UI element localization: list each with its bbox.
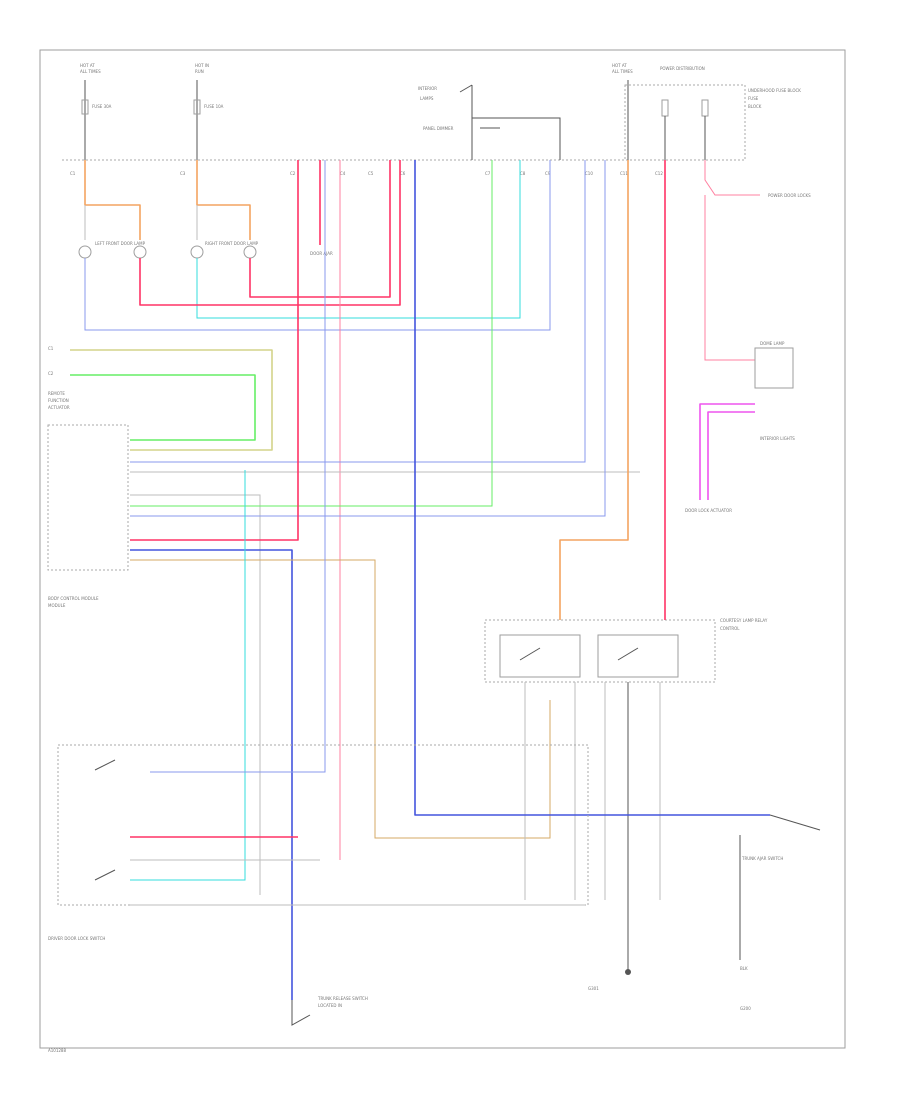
blue-wire-right [414, 160, 770, 816]
svg-text:HOT AT: HOT AT [80, 63, 95, 68]
svg-text:ACTUATOR: ACTUATOR [48, 405, 70, 410]
svg-text:LAMPS: LAMPS [420, 96, 434, 101]
bcm-label: BODY CONTROL MODULE [48, 596, 99, 601]
left-lamp-label: LEFT FRONT DOOR LAMP [95, 241, 146, 246]
door-ajar-label: DOOR AJAR [310, 251, 333, 256]
bus-connector-labels: C1 C3 C2 C4 C5 C6 C7 C8 C9 C10 C11 C12 [70, 171, 663, 176]
svg-text:C3: C3 [180, 171, 186, 176]
right-lamp-label: RIGHT FRONT DOOR LAMP [205, 241, 259, 246]
interior-label: INTERIOR LIGHTS [760, 436, 795, 441]
svg-text:HOT IN: HOT IN [195, 63, 209, 68]
svg-text:LOCATED IN: LOCATED IN [318, 1003, 342, 1008]
svg-text:C6: C6 [400, 171, 406, 176]
footer-code: A101288 [48, 1048, 66, 1053]
svg-text:C8: C8 [520, 171, 526, 176]
relay-label: COURTESY LAMP RELAY [720, 618, 768, 623]
svg-text:FUSE: FUSE [748, 96, 759, 101]
svg-text:BLOCK: BLOCK [748, 104, 762, 109]
trunk-ajar-switch: TRUNK AJAR SWITCH BLK G200 [739, 814, 821, 1011]
fuse-mid-label: FUSE 10A [204, 104, 224, 109]
ground-label-right: G200 [740, 1006, 751, 1011]
driver-switch-label: DRIVER DOOR LOCK SWITCH [48, 936, 105, 941]
dome-lamp: POWER DOOR LOCKS DOME LAMP INTERIOR LIGH… [685, 160, 811, 513]
svg-text:INTERIOR: INTERIOR [418, 86, 437, 91]
svg-text:C1: C1 [70, 171, 76, 176]
svg-text:C11: C11 [620, 171, 628, 176]
svg-text:REMOTE: REMOTE [48, 391, 65, 396]
diagram-frame [39, 49, 846, 1049]
driver-door-switch: DRIVER DOOR LOCK SWITCH [48, 160, 589, 941]
fuse-left-label: FUSE 30A [92, 104, 112, 109]
svg-text:HOT AT: HOT AT [612, 63, 627, 68]
svg-text:ALL TIMES: ALL TIMES [80, 69, 101, 74]
actuator-label: DOOR LOCK ACTUATOR [685, 508, 732, 513]
svg-text:C2: C2 [48, 371, 54, 376]
trunk-release-switch: TRUNK RELEASE SWITCH LOCATED IN [291, 996, 368, 1026]
trunk-release-label: TRUNK RELEASE SWITCH [317, 996, 368, 1001]
svg-text:C4: C4 [340, 171, 346, 176]
dome-lamp-label: DOME LAMP [760, 341, 785, 346]
svg-text:C5: C5 [368, 171, 374, 176]
power-locks-label: POWER DOOR LOCKS [768, 193, 811, 198]
svg-text:C7: C7 [485, 171, 491, 176]
front-door-lamps: LEFT FRONT DOOR LAMP RIGHT FRONT DOOR LA… [78, 160, 551, 860]
courtesy-relay: COURTESY LAMP RELAY CONTROL G301 [484, 160, 768, 991]
panel-dimmer-switch: INTERIOR LAMPS PANEL DIMMER [418, 84, 561, 160]
svg-text:C1: C1 [48, 346, 54, 351]
dimmer-label: PANEL DIMMER [423, 126, 454, 131]
trunk-ajar-label: TRUNK AJAR SWITCH [741, 856, 783, 861]
power-dist-label: POWER DISTRIBUTION [660, 66, 705, 71]
svg-text:MODULE: MODULE [48, 603, 66, 608]
svg-text:CONTROL: CONTROL [720, 626, 740, 631]
ground-right-label: G301 [588, 986, 599, 991]
svg-text:ALL TIMES: ALL TIMES [612, 69, 633, 74]
svg-text:C9: C9 [545, 171, 551, 176]
svg-text:C2: C2 [290, 171, 296, 176]
svg-text:C10: C10 [585, 171, 593, 176]
body-control-module: REMOTE FUNCTION ACTUATOR BODY CONTROL MODU… [47, 160, 640, 1000]
svg-text:C12: C12 [655, 171, 663, 176]
svg-text:RUN: RUN [195, 69, 204, 74]
fuse-block-label: UNDERHOOD FUSE BLOCK [748, 88, 801, 93]
svg-text:FUNCTION: FUNCTION [48, 398, 69, 403]
svg-text:BLK: BLK [740, 966, 748, 971]
